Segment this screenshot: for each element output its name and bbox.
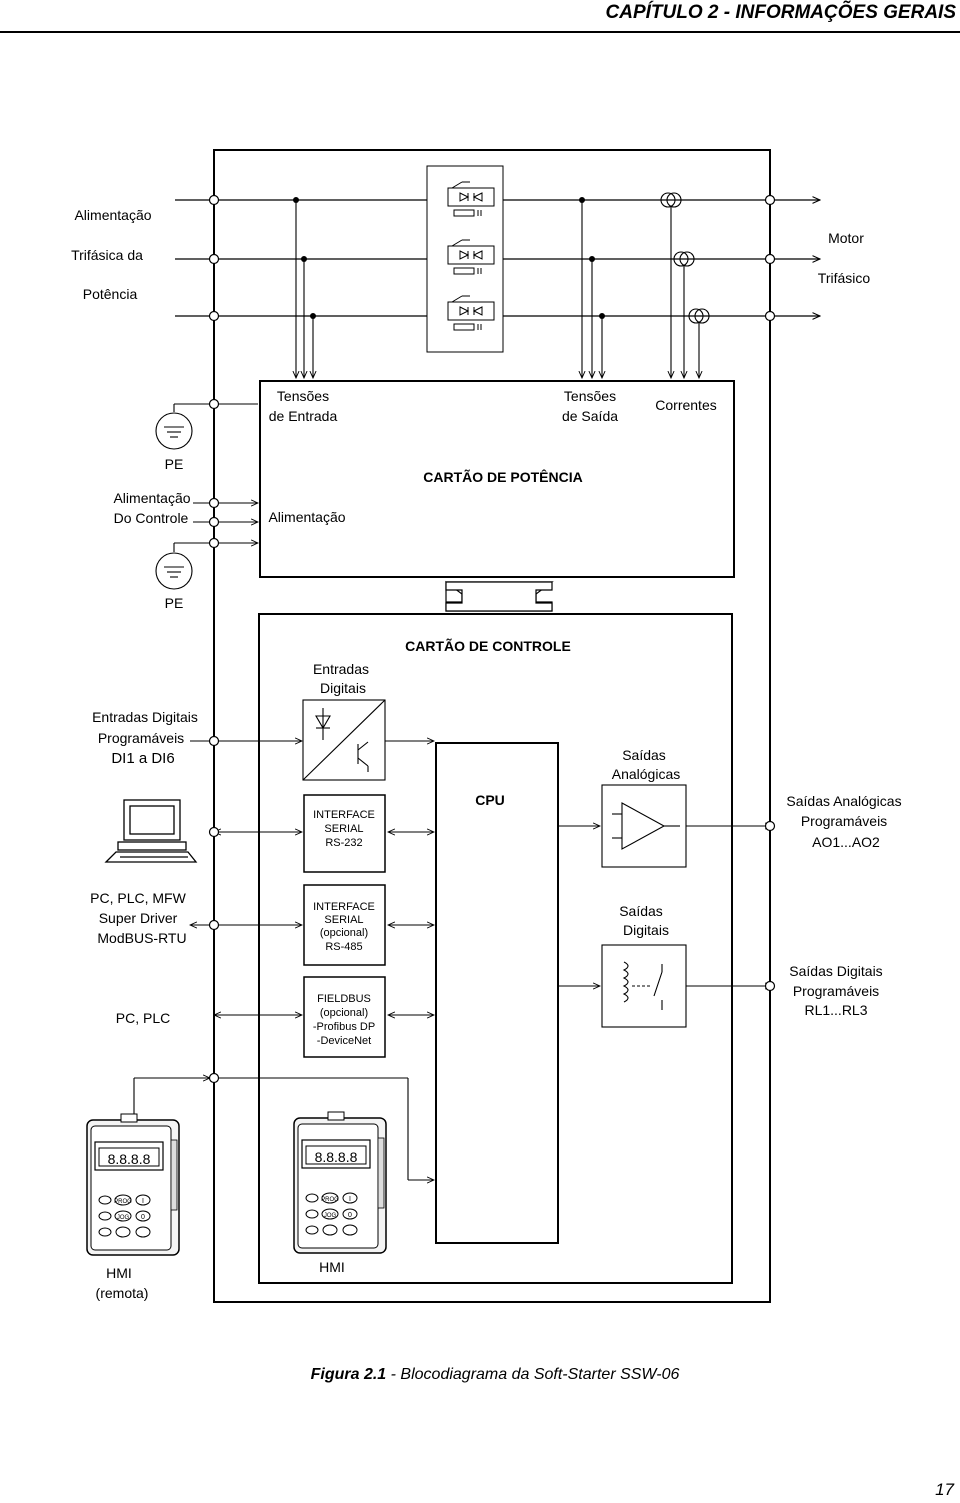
- hmi-local-key-o: 0: [348, 1212, 352, 1219]
- pe-label-1: PE: [165, 456, 184, 472]
- computer-icon: [104, 799, 198, 863]
- figure-caption: Figura 2.1 - Blocodiagrama da Soft-Start…: [0, 1366, 960, 1384]
- control-signal-lines: [133, 741, 772, 1180]
- page-number: 17: [935, 1480, 954, 1499]
- hmi-local-key-i: I: [349, 1196, 351, 1203]
- hmi-remote-device: 8.8.8.8 PROG JOG I 0: [86, 1113, 180, 1256]
- label-di-2: Programáveis: [98, 730, 184, 746]
- rs232-block: [303, 794, 386, 873]
- terminal-circles-control: [208, 735, 776, 1084]
- label-pc-3: ModBUS-RTU: [97, 930, 186, 946]
- label-trifasica: Trifásica da: [71, 247, 143, 263]
- terminal-circles-supply: [208, 398, 220, 549]
- hmi-local-key-prog: PROG: [321, 1197, 339, 1203]
- figure-caption-label: Figura 2.1: [310, 1366, 387, 1383]
- cpu-label: CPU: [475, 792, 505, 808]
- voltage-sense-taps: [296, 200, 602, 378]
- saidas-digitais-label-2: Digitais: [623, 922, 669, 938]
- label-pc-1: PC, PLC, MFW: [90, 890, 186, 906]
- rs485-block: [303, 884, 386, 966]
- label-ao-2: Programáveis: [801, 813, 887, 829]
- digital-input-block: [302, 699, 386, 781]
- correntes-label: Correntes: [655, 397, 716, 413]
- chapter-title: CAPÍTULO 2 - INFORMAÇÕES GERAIS: [605, 2, 956, 23]
- fieldbus-label-2: (opcional): [320, 1007, 368, 1019]
- label-hmi-remota-1: HMI: [106, 1265, 132, 1281]
- cpu-block: [435, 742, 559, 1244]
- saidas-analogicas-label-1: Saídas: [622, 747, 666, 763]
- motor-label: Motor Trifásico: [818, 230, 871, 286]
- hmi-local-key-jog: JOG: [324, 1213, 337, 1219]
- rs232-label-3: RS-232: [325, 837, 362, 849]
- hmi-remote-key-prog: PROG: [114, 1199, 132, 1205]
- hmi-local-label: HMI: [319, 1259, 345, 1275]
- fieldbus-label-3: -Profibus DP: [313, 1021, 375, 1033]
- power-board: [259, 380, 735, 578]
- digital-output-relay-block: [601, 944, 687, 1028]
- pe-label-2: PE: [165, 595, 184, 611]
- saidas-analogicas-label-2: Analógicas: [612, 766, 681, 782]
- control-supply-lines: [193, 403, 258, 543]
- page-header: CAPÍTULO 2 - INFORMAÇÕES GERAIS: [0, 0, 960, 34]
- soft-starter-enclosure: [213, 149, 771, 1303]
- label-do-1: Saídas Digitais: [789, 963, 882, 979]
- rs485-label-2: SERIAL: [324, 914, 363, 926]
- label-trifasico: Trifásico: [818, 270, 871, 286]
- control-board-title: CARTÃO DE CONTROLE: [405, 637, 571, 654]
- fieldbus-label-1: FIELDBUS: [317, 993, 371, 1005]
- thyristor-modules: [426, 165, 504, 353]
- entradas-label-1: Entradas: [313, 661, 369, 677]
- label-motor: Motor: [828, 230, 864, 246]
- rs232-label-1: INTERFACE: [313, 809, 375, 821]
- label-alim-controle-2: Do Controle: [114, 510, 189, 526]
- header-rule: [0, 31, 960, 33]
- board-link-shape: [445, 581, 553, 612]
- label-alimentacao: Alimentação: [74, 207, 151, 223]
- terminal-circles-power: [208, 194, 776, 322]
- rs485-label-1: INTERFACE: [313, 901, 375, 913]
- hmi-local-device: 8.8.8.8 PROG JOG I 0: [293, 1111, 387, 1254]
- fieldbus-label-4: -DeviceNet: [317, 1035, 371, 1047]
- label-do-2: Programáveis: [793, 983, 879, 999]
- analog-output-block: [601, 784, 687, 868]
- tensoes-saida-2: de Saída: [562, 408, 618, 424]
- label-pc-plc: PC, PLC: [116, 1010, 170, 1026]
- label-ao-1: Saídas Analógicas: [786, 793, 901, 809]
- hmi-remote-key-jog: JOG: [117, 1215, 130, 1221]
- label-pc-2: Super Driver: [99, 910, 178, 926]
- hmi-remote-key-i: I: [142, 1198, 144, 1205]
- rs485-label-3: (opcional): [320, 927, 368, 939]
- label-alim-controle-1: Alimentação: [113, 490, 190, 506]
- hmi-local-display: 8.8.8.8: [315, 1149, 358, 1165]
- label-hmi-remota-2: (remota): [96, 1285, 149, 1301]
- power-board-alimentacao: Alimentação: [268, 509, 345, 525]
- rs232-label-2: SERIAL: [324, 823, 363, 835]
- label-potencia: Potência: [83, 286, 138, 302]
- fieldbus-block: [303, 976, 386, 1058]
- power-input-labels: Alimentação Trifásica da Potência: [71, 207, 152, 302]
- tensoes-entrada-2: de Entrada: [269, 408, 338, 424]
- tensoes-saida-1: Tensões: [564, 388, 616, 404]
- hmi-remote-key-o: 0: [141, 1214, 145, 1221]
- saidas-digitais-label-1: Saídas: [619, 903, 663, 919]
- pe-ground-2: [155, 542, 214, 590]
- label-di-3: DI1 a DI6: [111, 750, 174, 767]
- entradas-label-2: Digitais: [320, 680, 366, 696]
- current-transformers: [660, 192, 710, 378]
- power-board-title: CARTÃO DE POTÊNCIA: [423, 468, 582, 485]
- label-do-3: RL1...RL3: [804, 1002, 867, 1018]
- tensoes-entrada-1: Tensões: [277, 388, 329, 404]
- block-diagram: Alimentação Trifásica da Potência: [71, 149, 902, 1303]
- rs485-label-4: RS-485: [325, 941, 362, 953]
- pe-ground-1: [155, 403, 214, 450]
- figure-caption-text: - Blocodiagrama da Soft-Starter SSW-06: [386, 1366, 680, 1383]
- label-di-1: Entradas Digitais: [92, 709, 198, 725]
- label-ao-3: AO1...AO2: [812, 834, 880, 850]
- hmi-remote-display: 8.8.8.8: [108, 1151, 151, 1167]
